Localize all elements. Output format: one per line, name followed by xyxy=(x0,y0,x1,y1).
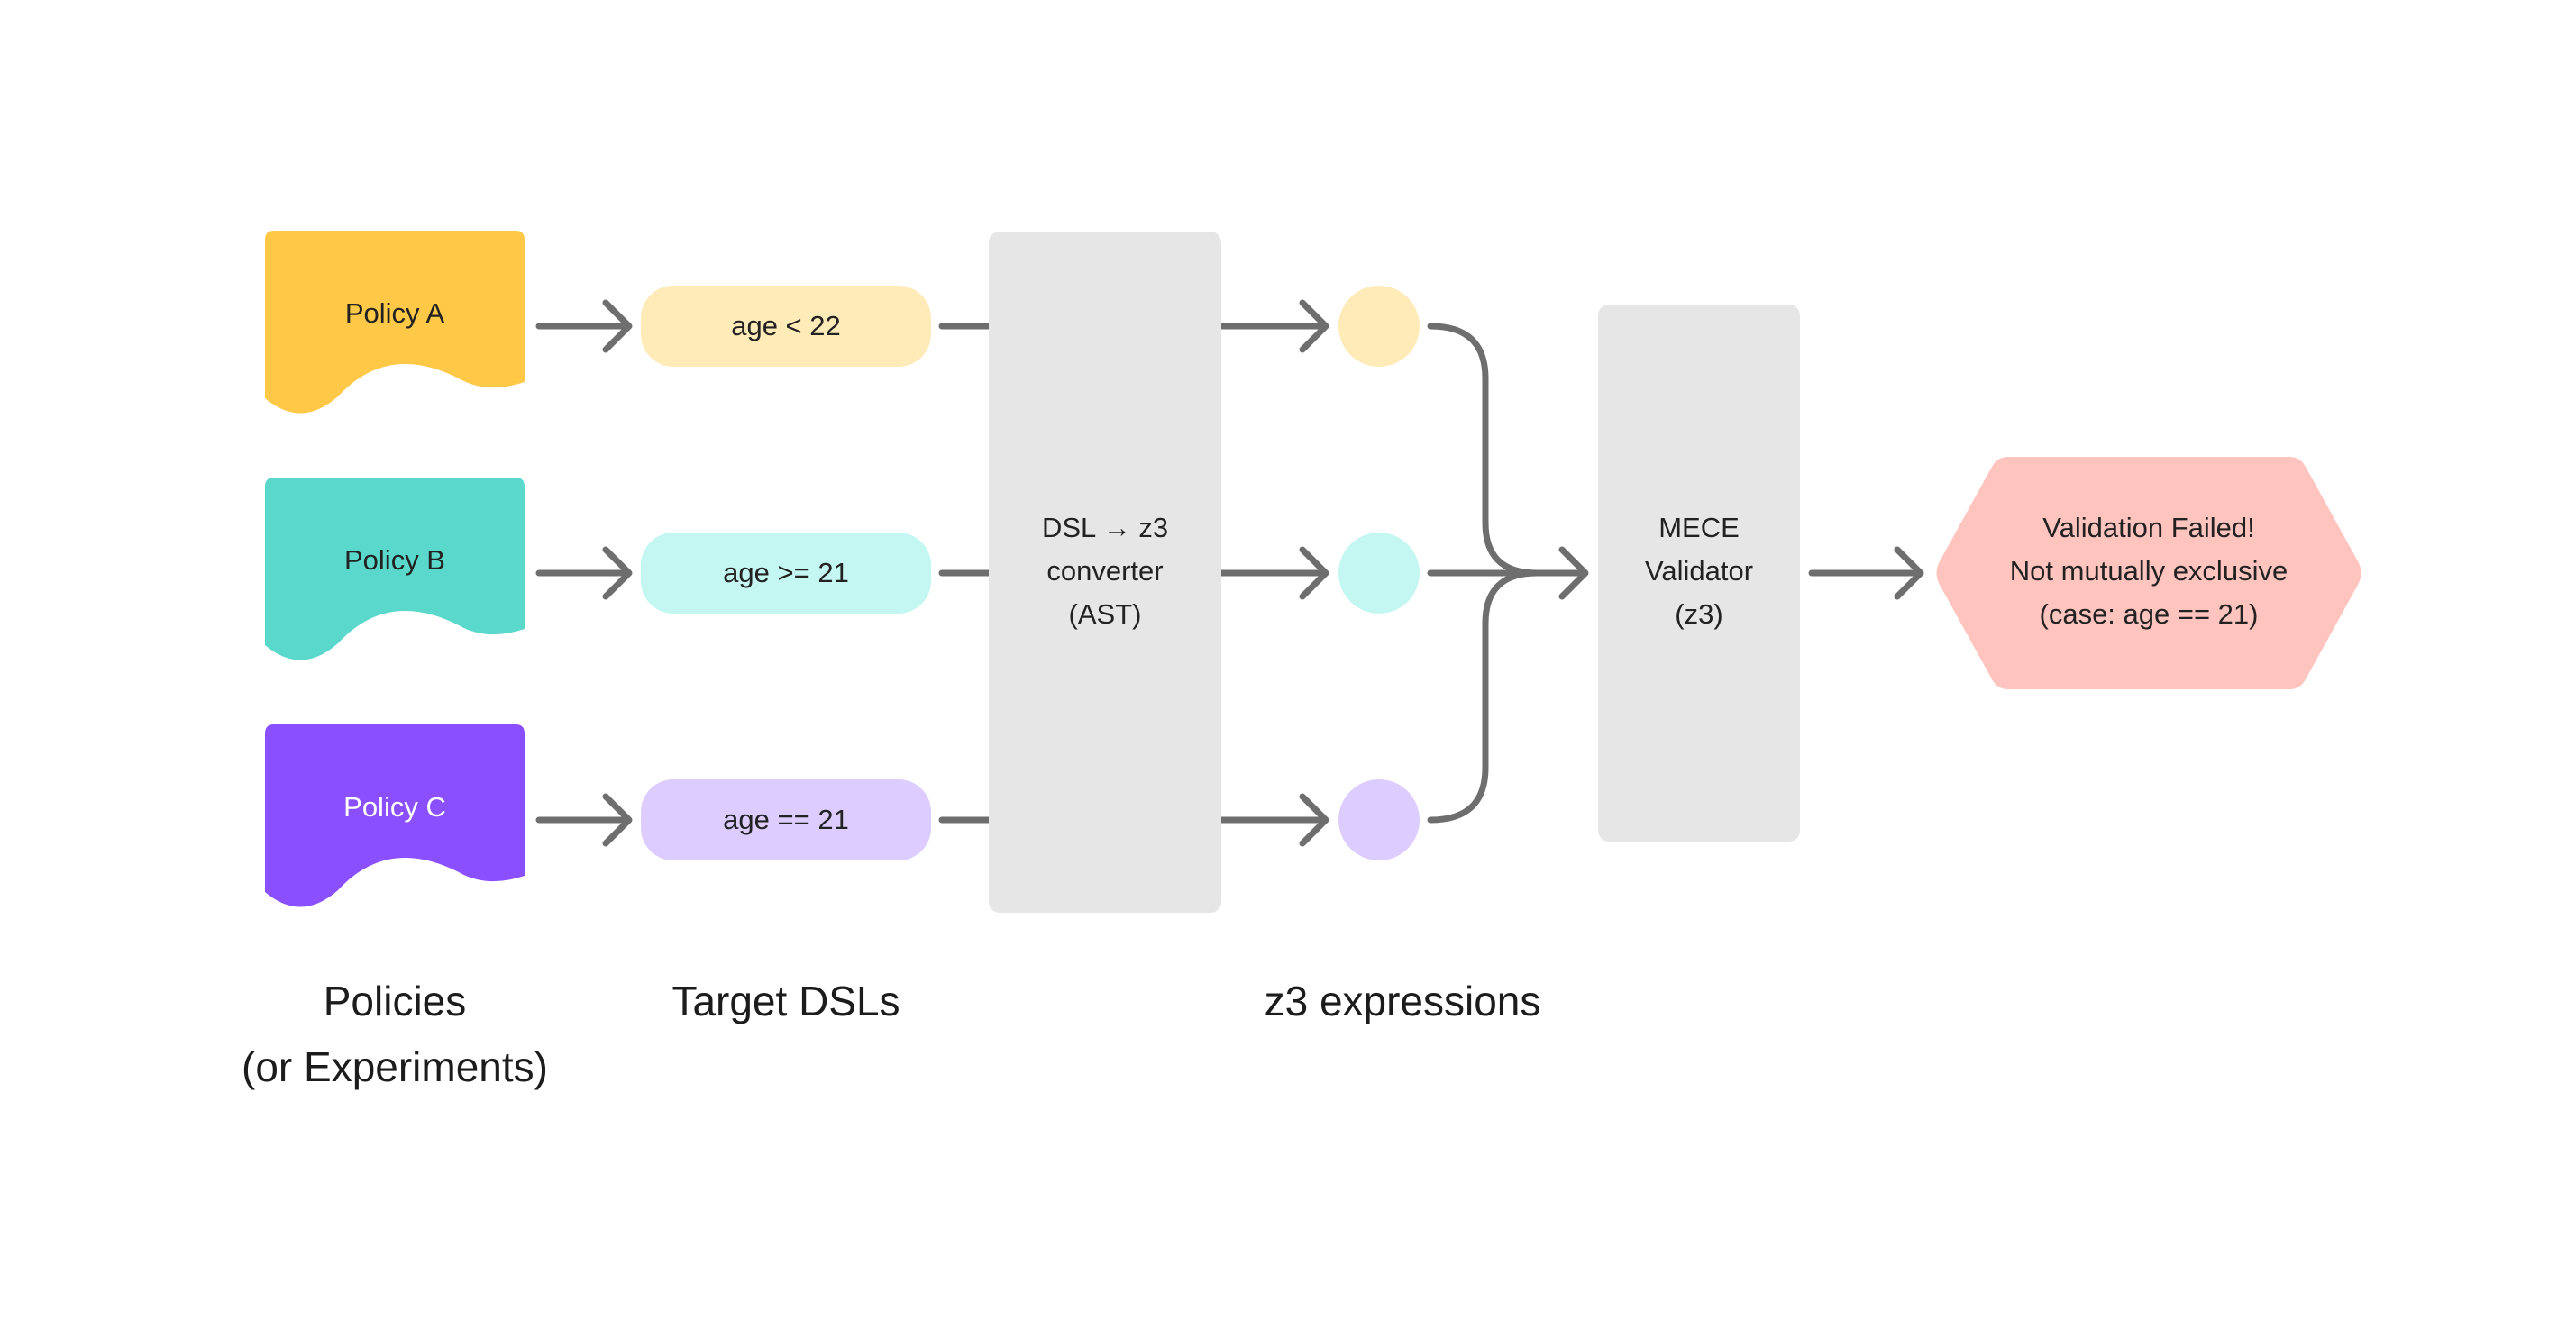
caption-policies: Policies (or Experiments) xyxy=(242,978,548,1090)
z3-node-a xyxy=(1338,286,1420,367)
result: Validation Failed! Not mutually exclusiv… xyxy=(1936,457,2361,689)
result-line-3: (case: age == 21) xyxy=(2040,598,2259,630)
policy-b-shape xyxy=(265,478,525,660)
arrow-policy-b-to-dsl xyxy=(535,546,633,600)
dsl-a-label: age < 22 xyxy=(731,310,841,341)
result-hexagon xyxy=(1936,457,2361,689)
converter-line-2: converter xyxy=(1046,555,1163,587)
validator: MECE Validator (z3) xyxy=(1598,305,1800,842)
arrow-validator-to-result xyxy=(1808,546,1924,600)
merge-connector xyxy=(1427,323,1589,824)
caption-policies-line-2: (or Experiments) xyxy=(242,1043,548,1090)
dsl-a: age < 22 xyxy=(641,286,931,367)
arrow-policy-a-to-dsl xyxy=(535,299,633,353)
converter: DSL → z3 converter (AST) xyxy=(989,232,1221,913)
result-line-2: Not mutually exclusive xyxy=(2010,555,2288,587)
converter-line-1: DSL → z3 xyxy=(1042,512,1168,543)
converter-line-3: (AST) xyxy=(1069,598,1142,630)
result-line-1: Validation Failed! xyxy=(2042,512,2255,543)
z3-node-b xyxy=(1338,533,1420,614)
validator-line-1: MECE xyxy=(1658,512,1740,543)
arrow-converter-to-z3-a xyxy=(1218,299,1329,353)
arrow-converter-to-z3-b xyxy=(1218,546,1329,600)
policy-c: Policy C xyxy=(265,724,525,907)
policy-c-label: Policy C xyxy=(343,791,446,823)
policy-a-shape xyxy=(265,231,525,414)
connectors xyxy=(535,299,1924,847)
dsl-a-pill xyxy=(641,286,931,367)
dsl-c-pill xyxy=(641,779,931,860)
arrow-converter-to-z3-c xyxy=(1218,793,1329,847)
arrow-policy-c-to-dsl xyxy=(535,793,633,847)
dsl-c-label: age == 21 xyxy=(723,804,849,835)
dsl-c: age == 21 xyxy=(641,779,931,860)
policy-b: Policy B xyxy=(265,478,525,660)
dsl-b-label: age >= 21 xyxy=(723,557,849,588)
caption-policies-line-1: Policies xyxy=(324,978,467,1024)
policy-c-shape xyxy=(265,724,525,907)
converter-box xyxy=(989,232,1221,913)
policy-b-label: Policy B xyxy=(344,544,445,576)
dsl-b-pill xyxy=(641,533,931,614)
validator-line-3: (z3) xyxy=(1675,598,1722,630)
validator-line-2: Validator xyxy=(1645,555,1753,587)
dsl-b: age >= 21 xyxy=(641,533,931,614)
policy-a-label: Policy A xyxy=(345,297,445,329)
validator-box xyxy=(1598,305,1800,842)
policy-a: Policy A xyxy=(265,231,525,414)
caption-target-dsls: Target DSLs xyxy=(671,978,900,1024)
z3-node-c xyxy=(1338,779,1420,860)
caption-z3-expressions: z3 expressions xyxy=(1265,978,1541,1024)
